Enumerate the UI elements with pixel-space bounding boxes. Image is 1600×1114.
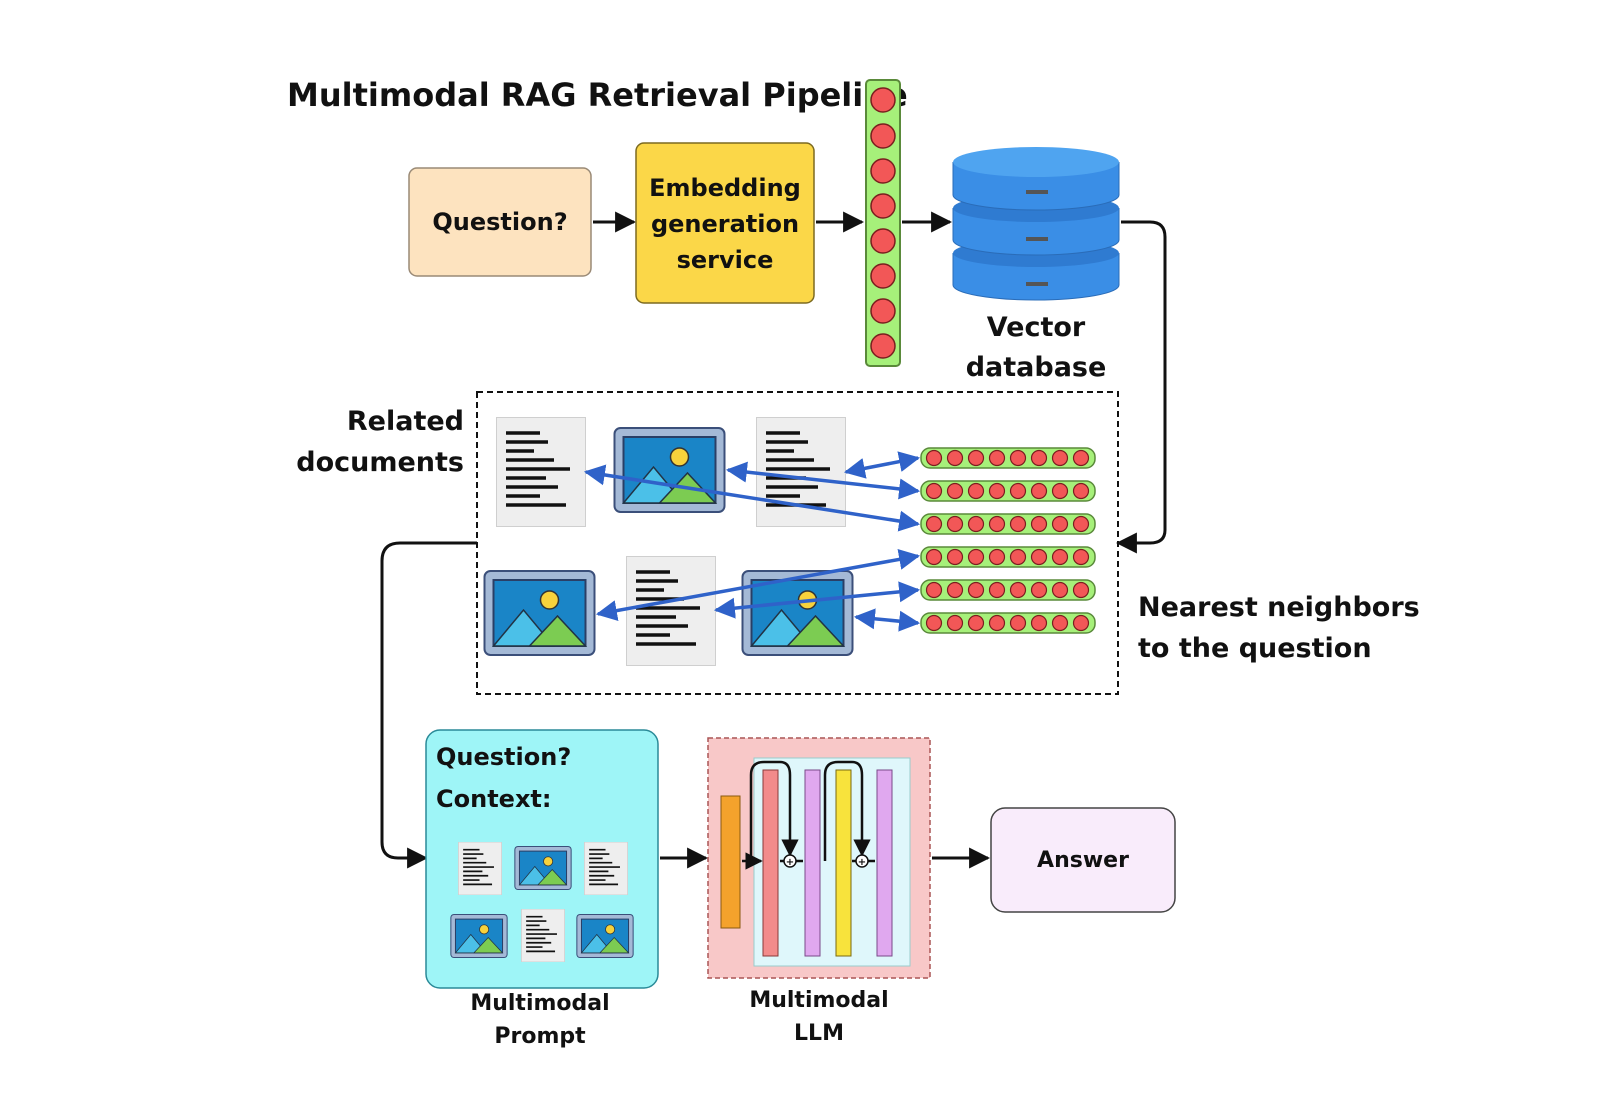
vector-icon <box>865 79 901 367</box>
nearest-label-2: to the question <box>1138 633 1372 664</box>
vector-icon <box>920 546 1096 568</box>
arrow-docs-to-prompt <box>380 541 477 869</box>
llm-caption-2: LLM <box>794 1021 844 1046</box>
related-docs-label-2: documents <box>296 447 464 478</box>
vector-icon <box>920 612 1096 634</box>
question-box: Question? <box>408 167 592 277</box>
document-icon <box>584 842 628 895</box>
answer-label: Answer <box>1037 848 1129 873</box>
link-arrow <box>843 451 921 479</box>
document-icon <box>626 556 716 666</box>
image-icon <box>576 914 634 958</box>
embedding-line-2: generation <box>651 210 799 238</box>
document-icon <box>458 842 502 895</box>
link-arrow <box>853 608 921 632</box>
question-label: Question? <box>432 208 567 236</box>
arrow-database-to-neighbors <box>1115 220 1167 554</box>
svg-text:+: + <box>786 857 794 868</box>
vector-db-label-2: database <box>966 352 1107 383</box>
prompt-caption-2: Prompt <box>494 1024 586 1049</box>
document-icon <box>496 417 586 527</box>
document-icon <box>521 909 565 962</box>
plus-circle-icon <box>855 854 869 868</box>
image-icon <box>514 846 572 890</box>
nearest-label-1: Nearest neighbors <box>1138 592 1420 623</box>
embedding-line-1: Embedding <box>649 174 801 202</box>
vector-icon <box>920 447 1096 469</box>
link-arrow <box>713 581 921 619</box>
image-icon <box>483 570 596 656</box>
prompt-caption-1: Multimodal <box>470 991 609 1016</box>
image-icon <box>450 914 508 958</box>
llm-caption-1: Multimodal <box>749 988 888 1013</box>
vector-db-label-1: Vector <box>987 312 1086 343</box>
diagram-title: Multimodal RAG Retrieval Pipeline <box>287 76 908 114</box>
link-arrow <box>583 464 921 532</box>
embedding-line-3: service <box>677 246 774 274</box>
vector-icon <box>920 513 1096 535</box>
plus-circle-icon <box>783 854 797 868</box>
database-icon <box>952 147 1120 301</box>
vector-icon <box>920 480 1096 502</box>
answer-box: Answer <box>990 807 1176 913</box>
prompt-context-label: Context: <box>436 785 552 813</box>
embedding-service-box: Embedding generation service <box>635 142 815 304</box>
multimodal-prompt-box: Question? Context: <box>425 729 659 989</box>
vector-icon <box>920 579 1096 601</box>
multimodal-llm-block: + + <box>707 737 931 979</box>
prompt-question-label: Question? <box>436 743 571 771</box>
image-icon <box>613 427 726 513</box>
related-docs-label-1: Related <box>347 406 464 437</box>
svg-text:+: + <box>858 857 866 868</box>
